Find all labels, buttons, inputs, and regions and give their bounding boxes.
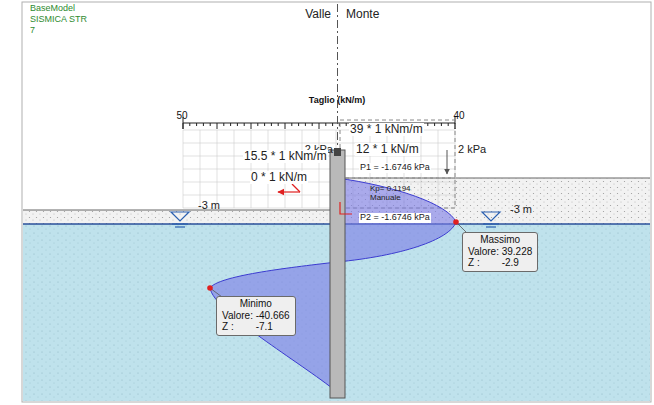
side-label: Monte	[346, 8, 379, 21]
callout-title: Massimo	[468, 234, 532, 246]
callout-value: -2.9	[502, 257, 519, 269]
min-point	[207, 285, 213, 291]
soil-left	[23, 210, 330, 224]
pressure-marker	[340, 202, 352, 214]
model-name: SISMICA STR	[30, 15, 87, 25]
level-label: -3 m	[510, 203, 532, 215]
force-value: 0 * 1 kN/m	[250, 171, 308, 184]
coefficient: Manuale	[370, 194, 401, 203]
callout-row: Z : -2.9	[468, 257, 532, 269]
callout-key: Z :	[222, 321, 234, 333]
water-table-symbol	[171, 212, 500, 227]
value-callout: MassimoValore: 39.228Z : -2.9	[462, 232, 538, 272]
level-label: -3 m	[198, 199, 220, 211]
callout-key: Z :	[468, 257, 480, 269]
moment-value: 39 * 1 kNm/m	[349, 123, 424, 136]
force-arrow	[278, 191, 300, 192]
side-label: Valle	[305, 8, 331, 21]
frame	[22, 2, 651, 402]
callout-row: Z : -7.1	[222, 321, 290, 333]
axis-title: Taglio (kN/m)	[309, 96, 365, 106]
moment-value: 15.5 * 1 kNm/m	[243, 150, 328, 163]
pressure-value: P2 = -1.6746 kPa	[359, 213, 431, 223]
callout-value: Valore: 39.228	[468, 246, 532, 258]
scale-number: 40	[453, 110, 464, 121]
pressure-value: P1 = -1.6746 kPa	[359, 163, 431, 173]
callout-value: -7.1	[256, 321, 273, 333]
sheet-pile	[330, 150, 345, 398]
soil-right	[345, 178, 650, 224]
callout-title: Minimo	[222, 298, 290, 310]
coefficient: Kp= 0.1194	[370, 185, 411, 194]
load-value: 2 kPa	[458, 143, 486, 155]
force-value: 12 * 1 kN/m	[355, 143, 420, 156]
pile-head	[334, 148, 341, 156]
max-point	[453, 219, 459, 225]
value-callout: MinimoValore: -40.666Z : -7.1	[216, 296, 296, 336]
model-name: 7	[30, 26, 35, 36]
scale-number: 50	[176, 110, 187, 121]
callout-value: Valore: -40.666	[222, 310, 290, 322]
model-name: BaseModel	[30, 4, 75, 14]
axis-line	[337, 4, 338, 150]
